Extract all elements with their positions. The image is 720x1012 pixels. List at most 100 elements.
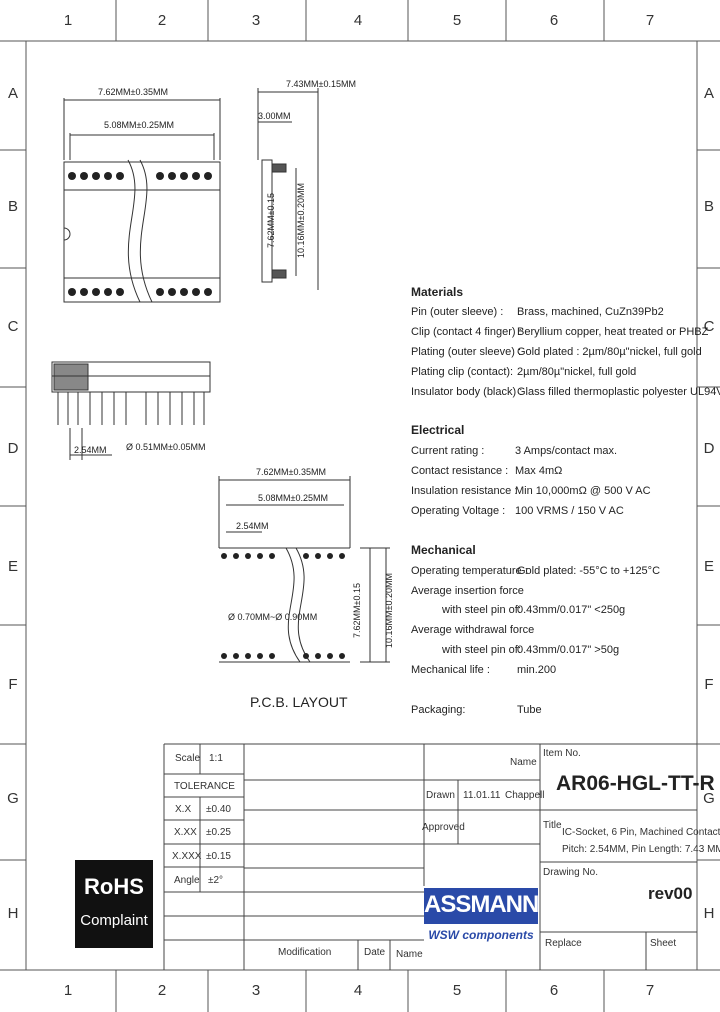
grid-row-b-right: B [703,198,714,215]
grid-row-f-right: F [704,676,714,693]
title-line-2: Pitch: 2.54MM, Pin Length: 7.43 MM [562,844,720,855]
grid-row-h: H [7,905,19,922]
mech-insertion-label: Average insertion force [411,585,524,597]
rohs-subtitle: Complaint [80,912,148,929]
electrical-value-1: 3 Amps/contact max. [515,445,618,457]
materials-value-2: Beryllium copper, heat treated or PHBZ [517,326,709,338]
mech-op-temp-label: Operating temperature : [411,565,528,577]
grid-col-4-bottom: 4 [353,982,363,999]
dim-pcb-hole: Ø 0.70MM~Ø 0.90MM [228,612,318,622]
grid-row-c-right: C [703,318,715,335]
mech-withdrawal-label: Average withdrawal force [411,624,535,636]
date-label: Date [364,947,386,958]
electrical-value-2: Max 4mΩ [515,465,563,477]
tol-key-3: X.XXX [172,851,202,862]
materials-heading: Materials [411,285,464,299]
tol-key-4: Angle [174,875,200,886]
grid-col-5-bottom: 5 [452,982,462,999]
scale-value: 1:1 [209,753,223,764]
electrical-value-4: 100 VRMS / 150 V AC [515,505,624,517]
top-view-pins [68,172,212,296]
approved-label: Approved [422,822,465,833]
modification-label: Modification [278,947,332,958]
drawing-no-label: Drawing No. [543,867,599,878]
drawn-name: Chappell [505,790,545,801]
materials-label-3: Plating (outer sleeve) : [411,346,522,358]
grid-row-b: B [7,198,18,215]
grid-row-g-right: G [703,790,715,807]
electrical-label-1: Current rating : [411,445,485,457]
pcb-holes [221,553,345,659]
drawn-label: Drawn [426,790,455,801]
title-line-1: IC-Socket, 6 Pin, Machined Contact [562,827,720,838]
scale-label: Scale [175,753,201,764]
name-label: Name [510,757,537,768]
mech-life-label: Mechanical life : [411,664,490,676]
grid-col-3-bottom: 3 [251,982,261,999]
grid-col-5: 5 [452,12,462,29]
grid-col-1-bottom: 1 [63,982,73,999]
rohs-badge: RoHS Complaint [75,860,153,948]
grid-col-7-bottom: 7 [645,982,655,999]
tol-val-4: ±2° [208,875,224,886]
side-view-drawing [257,88,319,290]
item-number: AR06-HGL-TT-R [556,772,715,795]
tol-val-2: ±0.25 [206,827,231,838]
grid-col-6: 6 [549,12,559,29]
mechanical-heading: Mechanical [411,543,476,557]
materials-label-1: Pin (outer sleeve) : [411,306,504,318]
grid-col-7: 7 [645,12,655,29]
assmann-logo: ASSMANN WSW components [424,888,539,946]
grid-row-c: C [7,318,19,335]
dim-side-width: 7.43MM±0.15MM [286,79,356,89]
packaging-value: Tube [517,704,542,716]
materials-value-4: 2µm/80µ"nickel, full gold [517,366,637,378]
dim-pcb-v1: 7.62MM±0.15 [351,583,362,638]
electrical-label-4: Operating Voltage : [411,505,506,517]
materials-label-5: Insulator body (black) : [411,386,523,398]
grid-row-a-right: A [703,85,714,102]
mech-insertion-sub: with steel pin of: [442,604,521,616]
drawn-date: 11.01.11 [463,790,501,801]
grid-col-2-bottom: 2 [157,982,167,999]
sheet-label: Sheet [650,938,677,949]
tol-val-3: ±0.15 [206,851,231,862]
grid-col-6-bottom: 6 [549,982,559,999]
dim-pitch: 2.54MM [74,445,107,455]
grid-col-1: 1 [63,12,73,29]
logo-box [424,888,538,924]
materials-value-3: Gold plated : 2µm/80µ"nickel, full gold [517,346,702,358]
title-block-lines [163,743,697,970]
grid-row-f: F [8,676,18,693]
grid-row-a: A [7,85,18,102]
dim-top-width: 7.62MM±0.35MM [98,87,168,97]
logo-tagline: WSW components [428,928,534,942]
tolerance-label: TOLERANCE [174,781,235,792]
grid-row-d-right: D [703,440,715,457]
packaging-label: Packaging: [411,704,466,716]
electrical-value-3: Min 10,000mΩ @ 500 V AC [515,485,651,497]
mech-op-temp-value: Gold plated: -55°C to +125°C [517,565,661,577]
front-view-drawing [51,361,211,460]
mech-withdrawal-sub: with steel pin of: [442,644,521,656]
grid-col-3: 3 [251,12,261,29]
dim-top-inner: 5.08MM±0.25MM [104,120,174,130]
dim-side-v2: 10.16MM±0.20MM [295,183,306,258]
item-no-label: Item No. [543,748,581,759]
electrical-label-3: Insulation resistance : [411,485,518,497]
grid-row-h-right: H [703,905,715,922]
grid-row-g: G [7,790,19,807]
electrical-heading: Electrical [411,423,465,437]
mech-insertion-value: 0.43mm/0.017" <250g [517,604,626,616]
revision: rev00 [648,884,693,903]
materials-label-4: Plating clip (contact): [411,366,514,378]
materials-label-2: Clip (contact 4 finger) : [411,326,522,338]
grid-row-d: D [7,440,19,457]
electrical-label-2: Contact resistance : [411,465,509,477]
tol-key-1: X.X [175,804,192,815]
name-label-bottom: Name [396,949,423,960]
tol-val-1: ±0.40 [206,804,231,815]
grid-col-4: 4 [353,12,363,29]
grid-row-e: E [7,558,18,575]
dim-side-v1: 7.62MM±0.15 [265,193,276,248]
